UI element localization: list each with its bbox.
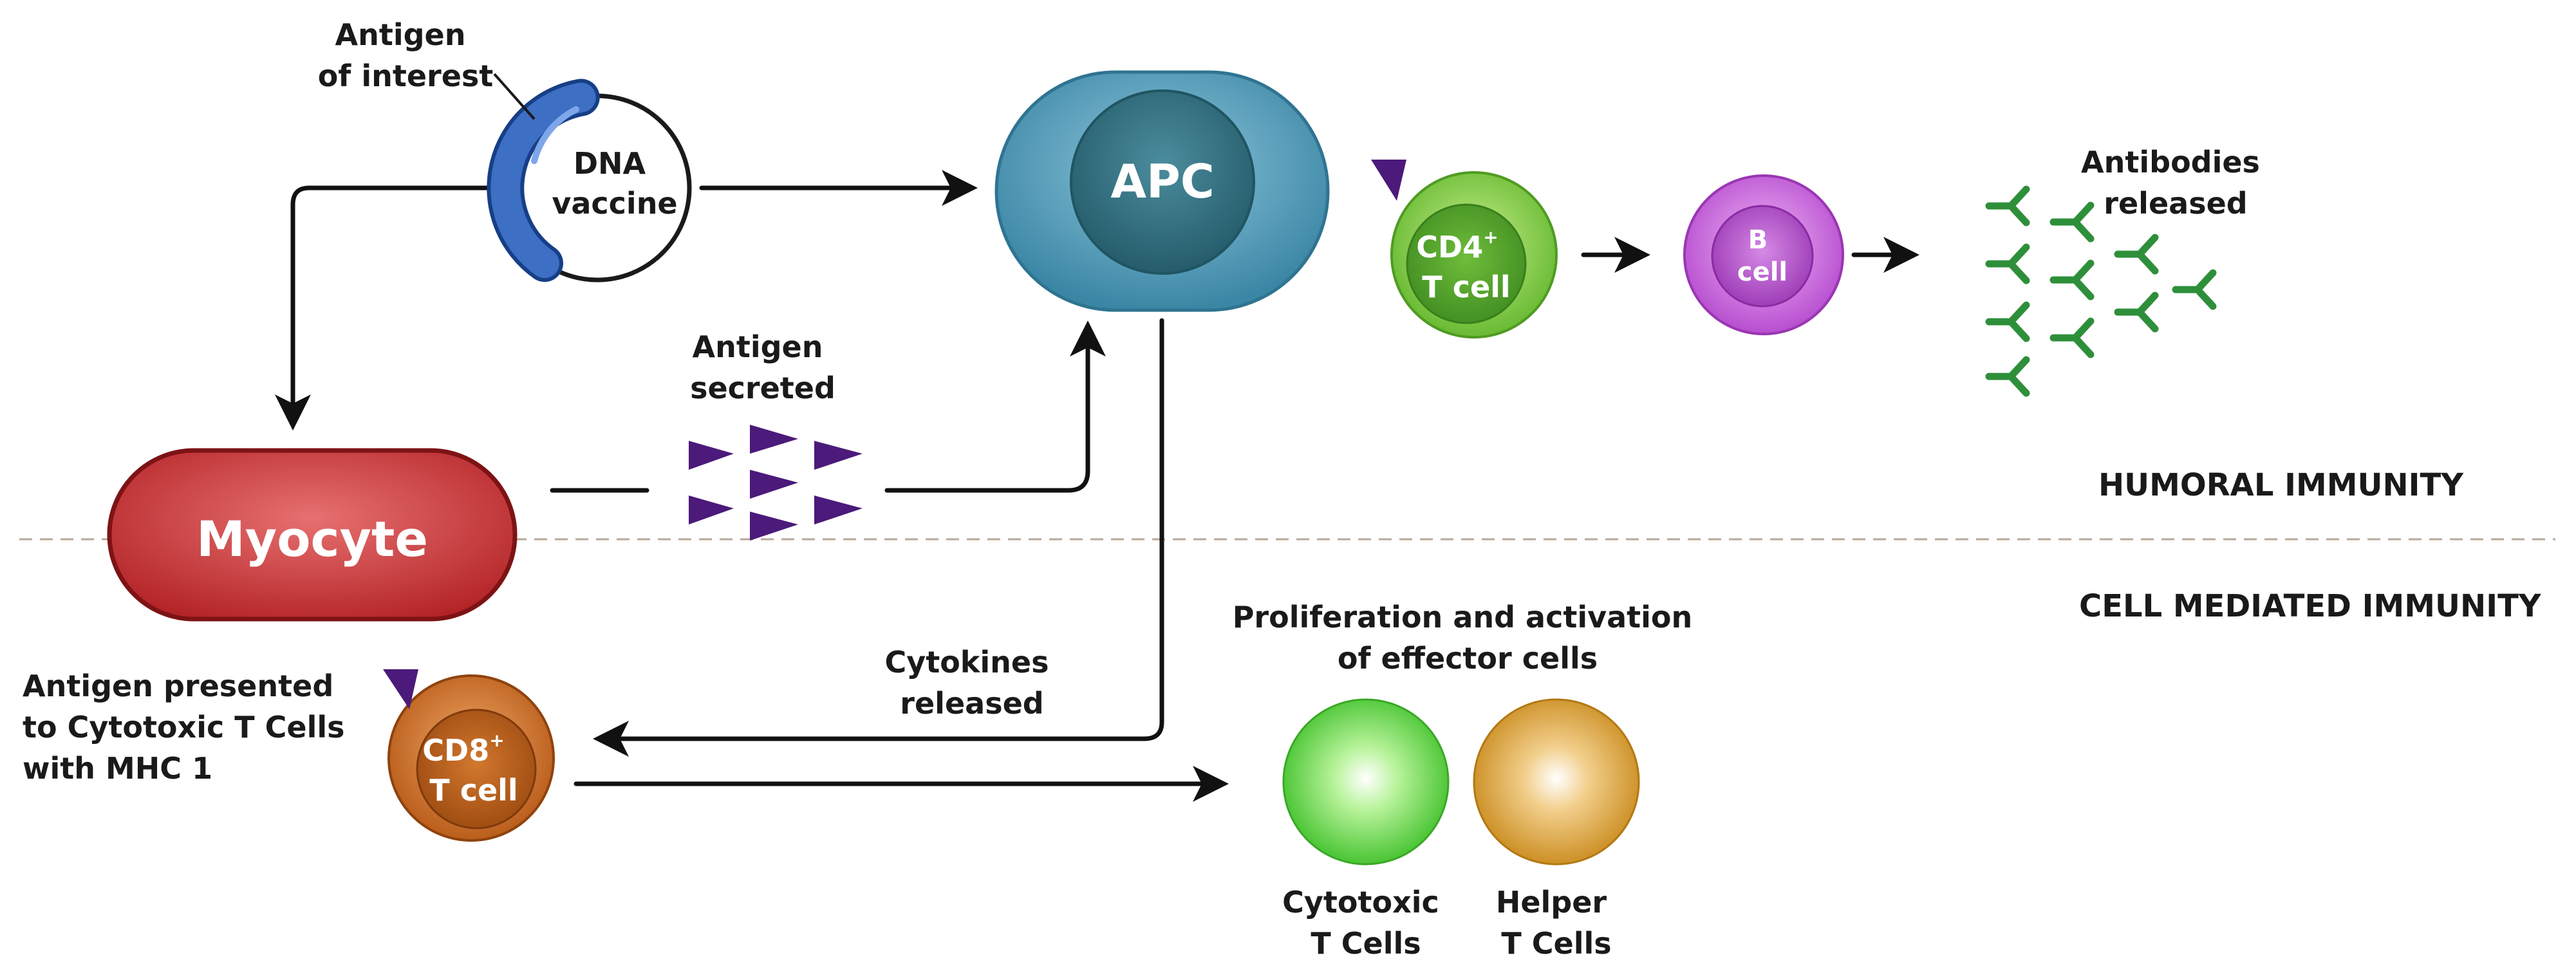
antigen-triangle — [814, 496, 863, 524]
cytokines-released-label: Cytokines released — [884, 645, 1059, 721]
antibody-icon — [2118, 295, 2155, 329]
dna-vaccine-plasmid: DNA vaccine — [487, 73, 692, 283]
antigen-of-interest-label: Antigen of interest — [318, 17, 494, 93]
cd8-superscript: + — [489, 730, 504, 751]
dna-vaccine-label-line1: DNA — [574, 146, 646, 181]
cytotoxic-line2: T Cells — [1311, 926, 1421, 961]
antigen-of-interest-line1: Antigen — [335, 17, 466, 52]
antigen-triangle — [750, 470, 798, 499]
helper-line2: T Cells — [1501, 926, 1611, 961]
antigen-presented-line3: with MHC 1 — [23, 751, 212, 786]
antigen-triangle — [750, 425, 798, 454]
antigen-triangle — [814, 441, 863, 470]
antigen-secreted-line1: Antigen — [693, 329, 823, 364]
antigen-presented-label: Antigen presented to Cytotoxic T Cells w… — [23, 669, 355, 786]
cytotoxic-t-cells-label: Cytotoxic T Cells — [1282, 885, 1450, 961]
helper-t-cells-label: Helper T Cells — [1496, 885, 1617, 961]
cd8-antigen-triangle — [383, 669, 418, 709]
cd8-label: CD8+ T cell — [422, 719, 518, 808]
helper-t-cell-circle — [1473, 698, 1640, 866]
cell-mediated-immunity-label: CELL MEDIATED IMMUNITY — [2079, 588, 2542, 624]
proliferation-line2: of effector cells — [1338, 641, 1598, 676]
antibodies-released-label: Antibodies released — [2081, 145, 2270, 221]
cd8-label-line1: CD8 — [422, 733, 489, 768]
apc-nucleus — [1070, 89, 1255, 275]
helper-t-cell: Helper T Cells — [1473, 698, 1640, 961]
antigen-presented-line2: to Cytotoxic T Cells — [23, 710, 345, 745]
helper-line1: Helper — [1496, 885, 1607, 920]
b-cell-label: B cell — [1737, 225, 1787, 287]
antibodies-released-line2: released — [2104, 186, 2247, 221]
proliferation-label: Proliferation and activation of effector… — [1233, 600, 1703, 676]
arrow-antigen-to-apc — [884, 320, 1106, 493]
myocyte-label: Myocyte — [196, 510, 428, 568]
connectors — [275, 170, 1919, 802]
proliferation-line1: Proliferation and activation — [1233, 600, 1693, 635]
antibody-icon — [1989, 360, 2026, 393]
arrow-apc-to-cd8 — [593, 318, 1164, 757]
antibody-icon — [2053, 205, 2091, 239]
antibody-icon — [1989, 247, 2026, 281]
cd4-label: CD4+ T cell — [1416, 216, 1510, 304]
cd8-label-line2: T cell — [429, 773, 518, 808]
cd4-label-line2: T cell — [1422, 270, 1510, 304]
antibody-icon — [2176, 273, 2213, 306]
cytokines-released-line1: Cytokines — [884, 645, 1049, 680]
myocyte-cell: Myocyte — [107, 448, 518, 622]
antibody-icon — [1989, 189, 2026, 223]
cd4-t-cell: CD4+ T cell — [1371, 160, 1558, 338]
b-cell-inner — [1711, 205, 1814, 308]
secreted-antigens — [689, 425, 863, 541]
myocyte-body — [107, 448, 518, 622]
dna-vaccine-label: DNA vaccine — [552, 146, 677, 221]
cytotoxic-t-cell: Cytotoxic T Cells — [1282, 698, 1450, 961]
b-cell: B cell — [1683, 174, 1844, 335]
antibody-icon — [1989, 305, 2026, 338]
b-cell-label-line1: B — [1748, 225, 1768, 255]
cytotoxic-t-cell-circle — [1282, 698, 1450, 866]
antigen-triangle — [689, 496, 734, 524]
antibody-icon — [2053, 263, 2091, 297]
apc-label: APC — [1110, 154, 1214, 208]
antigen-triangle — [750, 512, 798, 541]
antigen-secreted-line2: secreted — [690, 371, 835, 405]
cd4-inner — [1406, 203, 1527, 324]
cd4-label-line1: CD4 — [1416, 230, 1483, 264]
cd4-superscript: + — [1483, 227, 1498, 248]
cd8-inner — [416, 709, 537, 829]
cytokines-released-line2: released — [900, 686, 1043, 721]
cd4-antigen-triangle — [1371, 160, 1406, 201]
b-cell-label-line2: cell — [1737, 257, 1787, 287]
antigen-of-interest-line2: of interest — [318, 59, 494, 93]
antigen-triangle — [689, 441, 734, 470]
antigen-presented-line1: Antigen presented — [23, 669, 333, 703]
antibodies-released-line1: Antibodies — [2081, 145, 2260, 180]
humoral-immunity-label: HUMORAL IMMUNITY — [2098, 467, 2464, 503]
cd8-t-cell: CD8+ T cell — [383, 669, 555, 842]
antigen-secreted-label: Antigen secreted — [690, 329, 835, 405]
antigen-pointer-line — [493, 73, 536, 120]
dna-vaccine-label-line2: vaccine — [552, 186, 677, 221]
apc-cell: APC — [994, 70, 1330, 312]
antibody-icon — [2053, 321, 2091, 355]
antibody-icon — [2118, 237, 2155, 271]
cytotoxic-line1: Cytotoxic — [1282, 885, 1439, 920]
arrow-dna-to-myocyte — [275, 185, 498, 431]
